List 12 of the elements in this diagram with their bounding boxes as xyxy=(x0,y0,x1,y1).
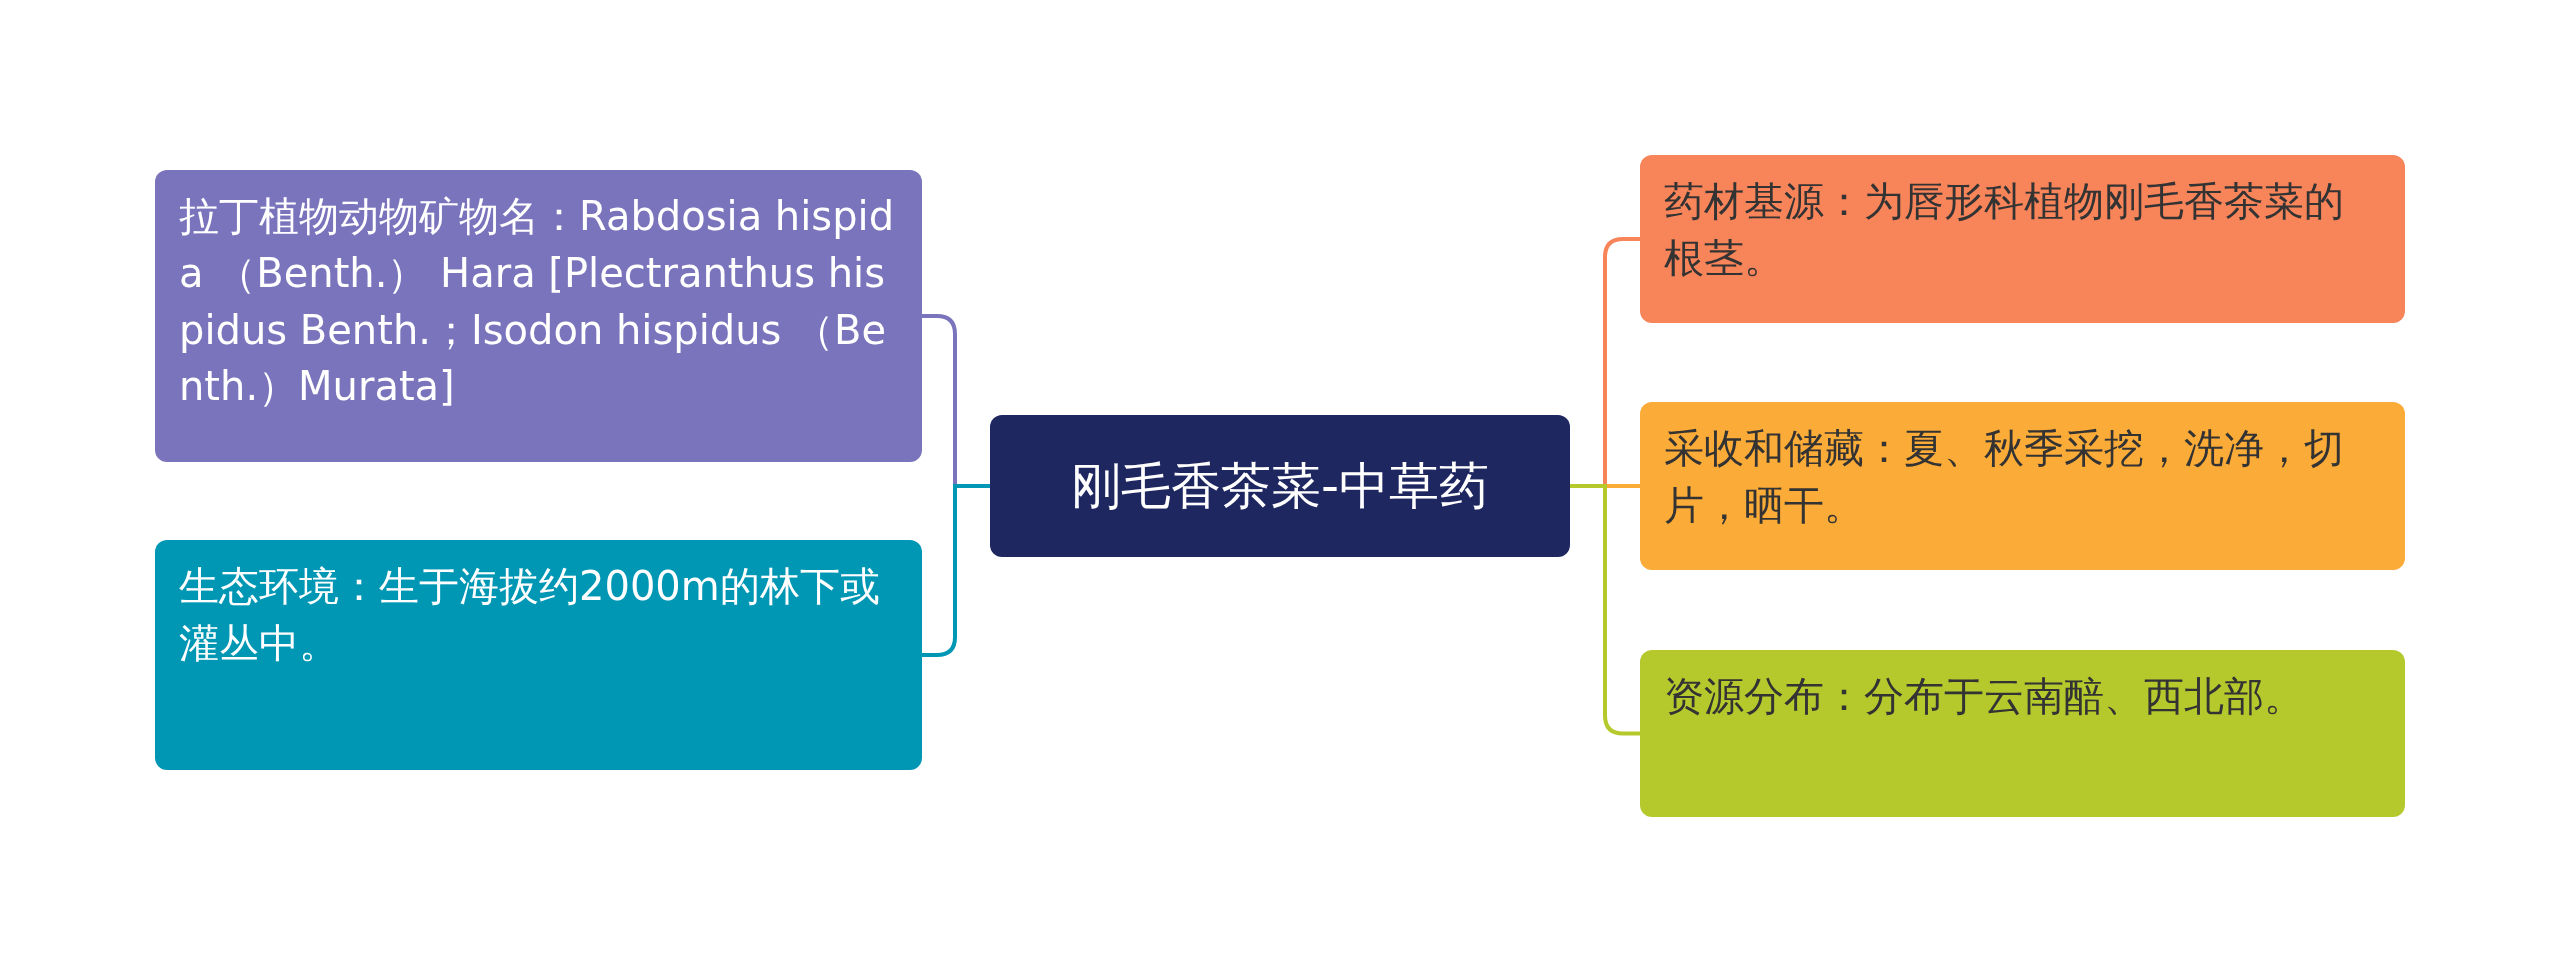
topic-text: 采收和储藏：夏、秋季采挖，洗净，切片，晒干。 xyxy=(1664,424,2345,530)
subtopic-box xyxy=(1640,402,2405,570)
topic-text: 生态环境：生于海拔约2000m的林下或灌丛中。 xyxy=(179,562,881,668)
subtopic-box xyxy=(155,170,922,462)
topic-text: 资源分布：分布于云南醅、西北部。 xyxy=(1664,672,2304,721)
topic-box xyxy=(990,415,1570,557)
topic-text: 药材基源：为唇形科植物刚毛香茶菜的根茎。 xyxy=(1664,177,2345,283)
topic-text: 拉丁植物动物矿物名：Rabdosia hispida （Benth.） Hara [Plectranthus hispidus Benth.；Isodon hispidus （Benth.）Murata] xyxy=(179,192,896,412)
subtopic-box xyxy=(155,540,922,770)
subtopic-box xyxy=(1640,650,2405,817)
topic-title: 刚毛香茶菜-中草药 xyxy=(1070,455,1489,517)
subtopic-box xyxy=(1640,155,2405,323)
